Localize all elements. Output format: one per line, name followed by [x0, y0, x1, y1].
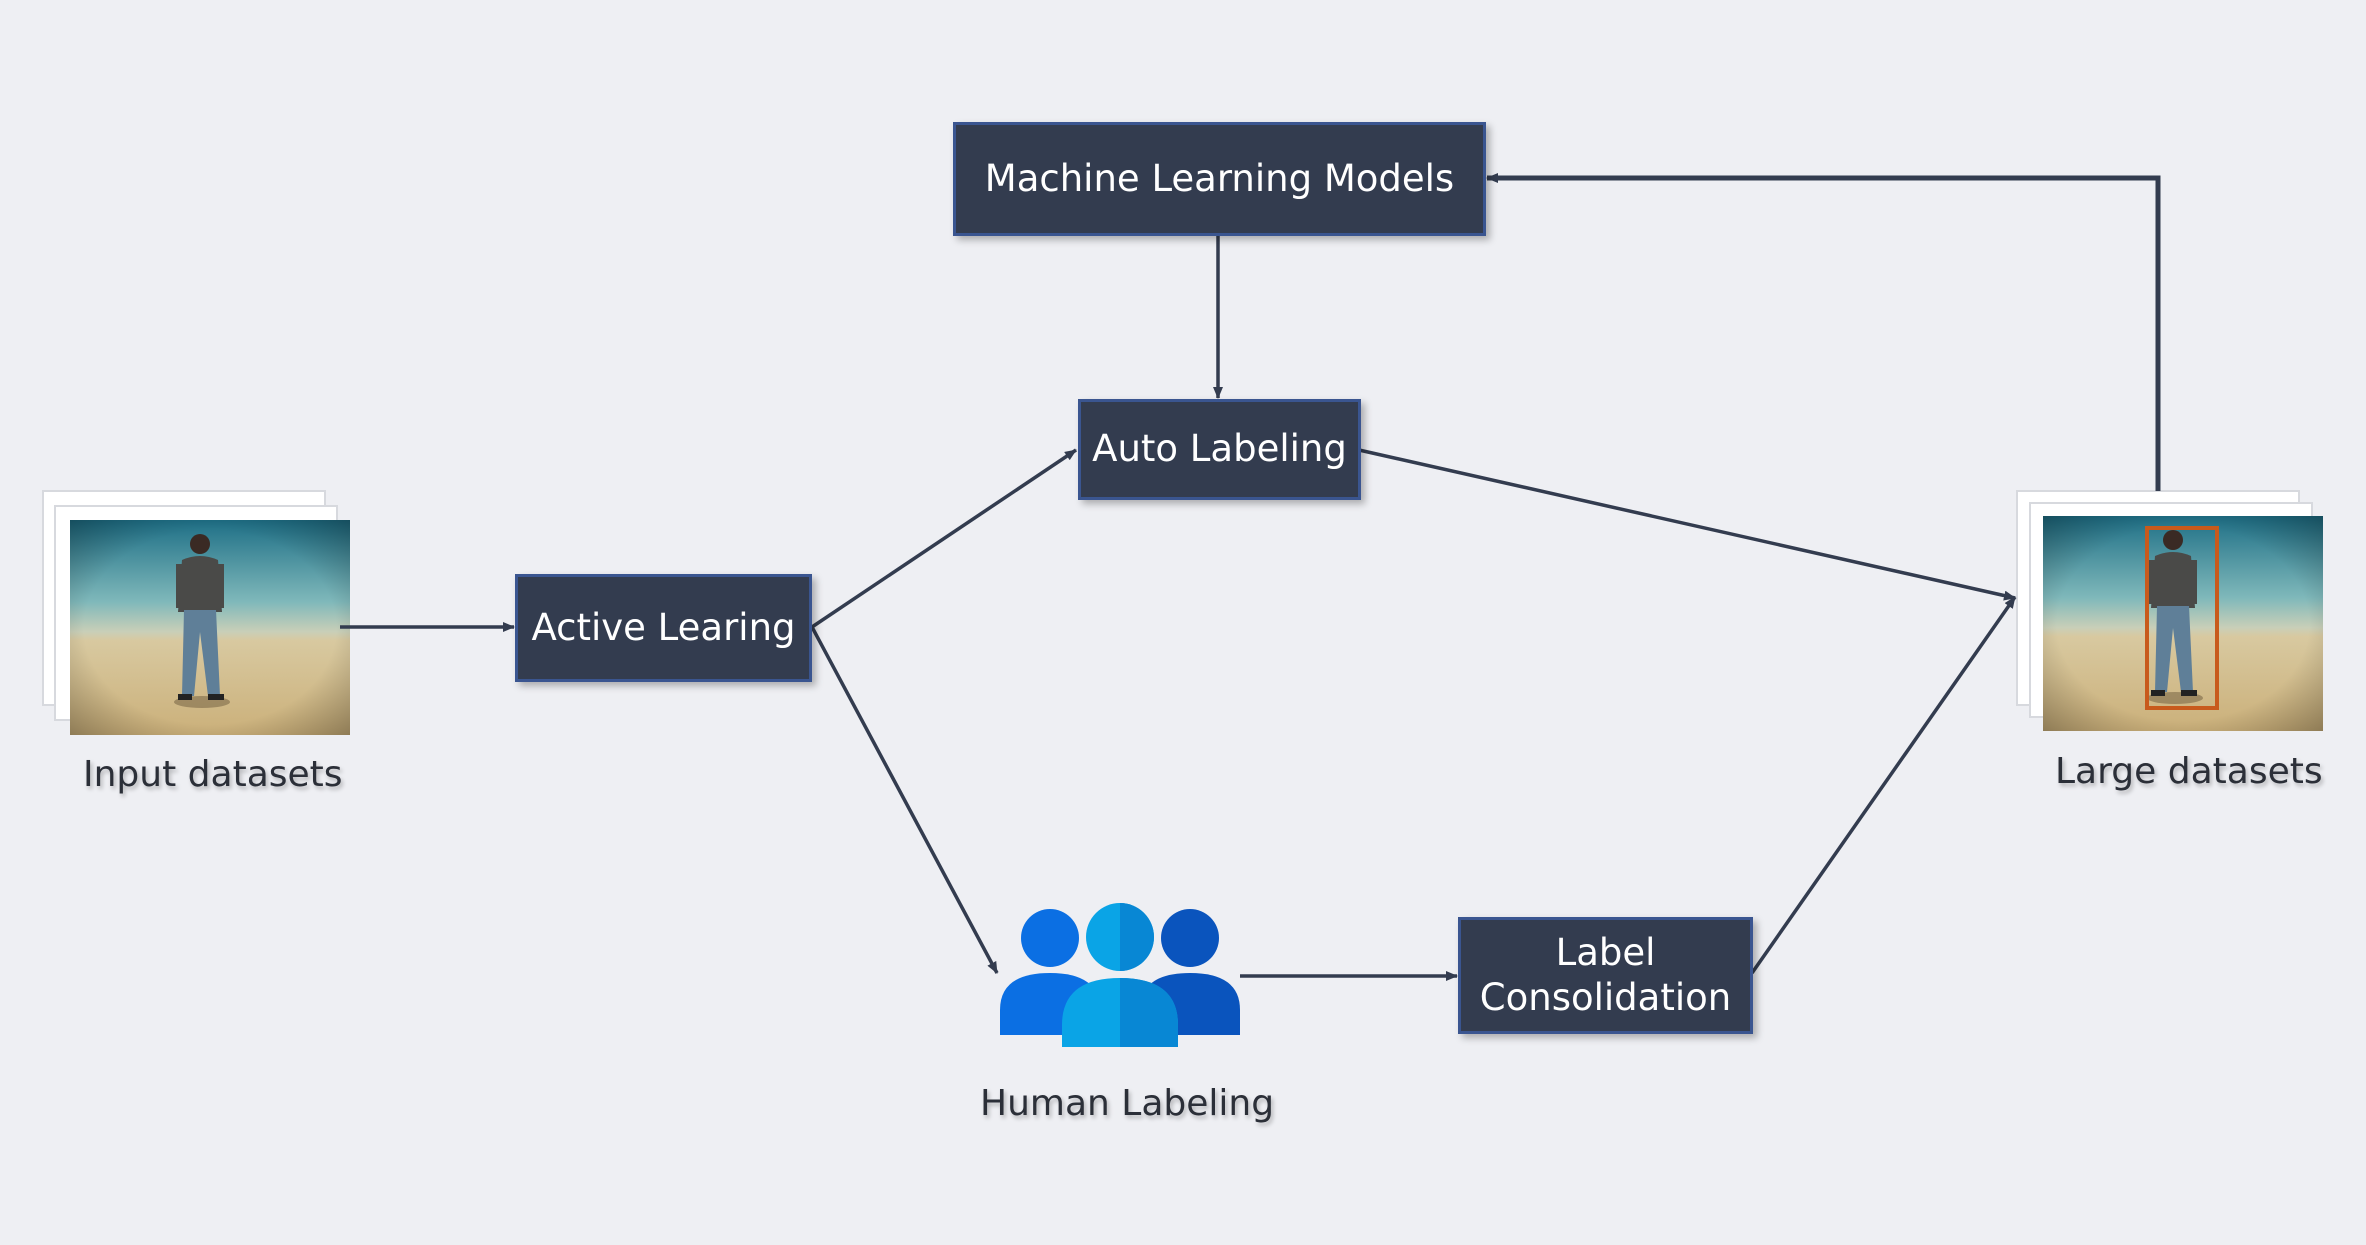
label-consolidation-line1: Label: [1555, 931, 1656, 975]
label-consolidation-node: Label Consolidation: [1458, 917, 1753, 1034]
input-photo-icon: [70, 520, 350, 735]
active-learning-label: Active Learing: [531, 605, 796, 649]
input-datasets-caption: Input datasets: [83, 754, 343, 795]
large-datasets-caption: Large datasets: [2055, 751, 2323, 792]
large-datasets-stack: [2016, 490, 2323, 731]
active-learning-node: Active Learing: [515, 574, 812, 682]
label-consolidation-line2: Consolidation: [1479, 975, 1732, 1019]
person-center-body-shade: [1120, 978, 1178, 1047]
connectors: [340, 173, 2161, 981]
auto-labeling-label: Auto Labeling: [1092, 427, 1347, 471]
human-labeling-caption: Human Labeling: [980, 1083, 1275, 1124]
person-left-head: [1021, 909, 1079, 967]
arrow-consolidation-to-large: [1750, 595, 2017, 975]
person-center-head-shade: [1120, 903, 1154, 971]
machine-learning-models-node: Machine Learning Models: [953, 122, 1486, 236]
auto-labeling-node: Auto Labeling: [1078, 399, 1361, 500]
arrow-active-to-auto: [811, 448, 1077, 629]
arrow-large-to-ml: [1486, 173, 2161, 491]
arrow-active-to-human: [810, 626, 999, 974]
label-consolidation-label: Label Consolidation: [1480, 931, 1731, 1020]
bounding-box-icon: [2145, 526, 2219, 710]
people-group-icon: [1000, 903, 1240, 1047]
machine-learning-models-label: Machine Learning Models: [984, 156, 1455, 200]
person-right-head: [1161, 909, 1219, 967]
large-photo-icon: [2043, 516, 2323, 731]
input-datasets-stack: [42, 490, 350, 735]
arrow-auto-to-large: [1358, 448, 2016, 601]
